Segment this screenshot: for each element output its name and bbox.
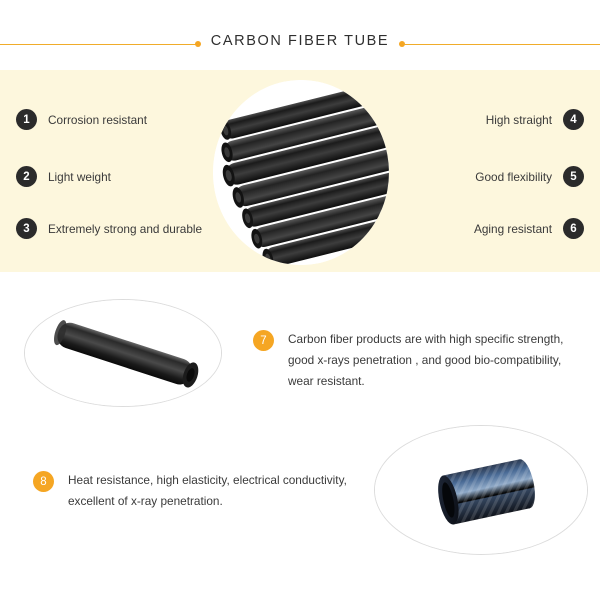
feature-badge-4: 4	[563, 109, 584, 130]
info-text-8-line-1: Heat resistance, high elasticity, electr…	[68, 473, 347, 487]
feature-label-3: Extremely strong and durable	[48, 221, 203, 236]
feature-label-6: Aging resistant	[473, 221, 552, 236]
header-rule-right	[404, 44, 600, 45]
feature-label-4: High straight	[485, 112, 552, 127]
info-text-8: Heat resistance, high elasticity, electr…	[68, 470, 347, 512]
feature-label-2: Light weight	[48, 169, 111, 184]
feature-item-4: 4 High straight	[486, 109, 584, 130]
page-title: CARBON FIBER TUBE	[210, 33, 390, 49]
feature-label-5: Good flexibility	[475, 169, 552, 184]
info-text-7-line-3: wear resistant.	[288, 374, 365, 388]
blue-carbon-fiber-tube-photo	[374, 425, 588, 555]
feature-item-5: 5 Good flexibility	[475, 166, 584, 187]
feature-item-2: 2 Light weight	[16, 166, 111, 187]
feature-item-6: 6 Aging resistant	[474, 218, 584, 239]
info-badge-7: 7	[253, 330, 274, 351]
header-dot-right-icon	[399, 41, 405, 47]
feature-item-1: 1 Corrosion resistant	[16, 109, 147, 130]
header-rule-left	[0, 44, 196, 45]
info-item-8: 8 Heat resistance, high elasticity, elec…	[33, 470, 347, 512]
feature-badge-5: 5	[563, 166, 584, 187]
feature-label-1: Corrosion resistant	[48, 112, 148, 127]
single-carbon-fiber-tube-photo	[24, 299, 222, 407]
page-header: CARBON FIBER TUBE	[0, 0, 600, 70]
info-text-7-line-2: good x-rays penetration , and good bio-c…	[288, 353, 562, 367]
info-text-8-line-2: excellent of x-ray penetration.	[68, 494, 223, 508]
feature-badge-2: 2	[16, 166, 37, 187]
info-item-7: 7 Carbon fiber products are with high sp…	[253, 329, 563, 392]
feature-badge-1: 1	[16, 109, 37, 130]
feature-badge-6: 6	[563, 218, 584, 239]
header-dot-left-icon	[195, 41, 201, 47]
feature-item-3: 3 Extremely strong and durable	[16, 218, 202, 239]
carbon-fiber-tubes-stack-photo	[213, 80, 389, 265]
info-text-7: Carbon fiber products are with high spec…	[288, 329, 563, 392]
info-badge-8: 8	[33, 471, 54, 492]
info-text-7-line-1: Carbon fiber products are with high spec…	[288, 332, 564, 346]
feature-badge-3: 3	[16, 218, 37, 239]
